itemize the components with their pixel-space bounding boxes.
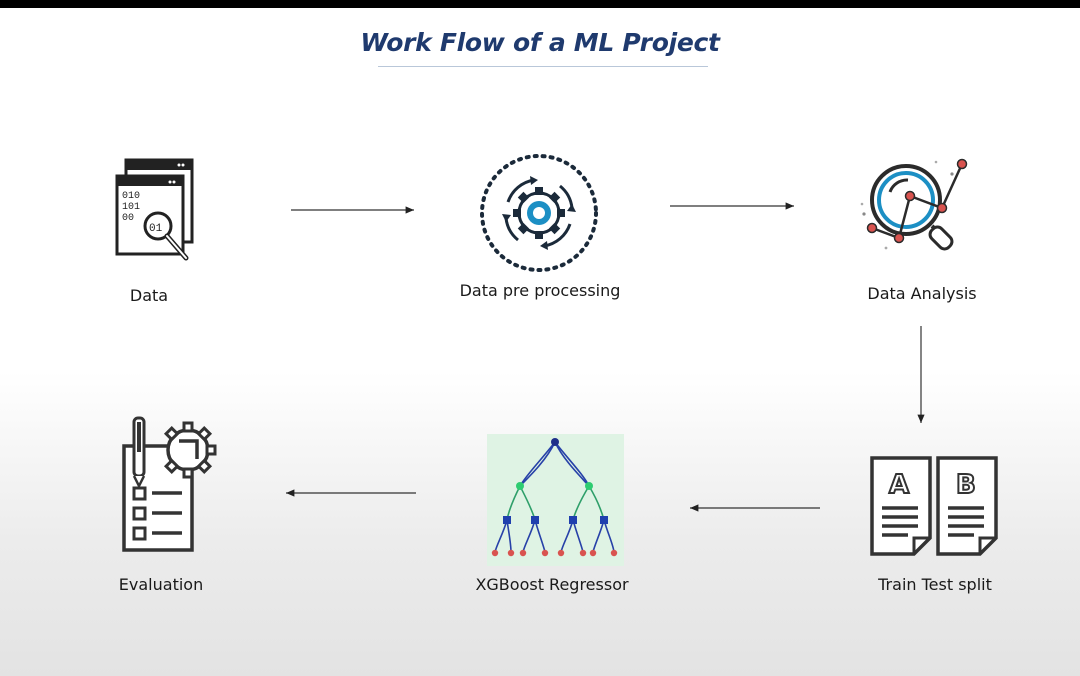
data-icon-binary-3: 00: [122, 213, 134, 224]
top-bar: [0, 0, 1080, 8]
step-label-split: Train Test split: [878, 575, 992, 594]
step-label-analysis: Data Analysis: [867, 284, 977, 303]
data-icon-binary-1: 010: [122, 191, 140, 202]
data-icon-binary-2: 101: [122, 202, 140, 213]
title-underline: [378, 66, 708, 67]
decision-tree-icon: [487, 434, 624, 566]
step-label-model: XGBoost Regressor: [475, 575, 629, 594]
binary-document-search-icon: 010 101 00 01: [115, 158, 194, 261]
step-label-preprocessing: Data pre processing: [459, 281, 621, 300]
gear-cycle-icon: [480, 154, 598, 272]
step-label-evaluation: Evaluation: [118, 575, 204, 594]
ab-documents-icon: A B: [870, 456, 998, 556]
data-icon-binary-4: 01: [149, 223, 163, 235]
diagram-title: Work Flow of a ML Project: [360, 28, 720, 57]
clipboard-gear-icon: [122, 416, 217, 552]
magnifier-analysis-icon: [860, 158, 968, 251]
split-icon-letter-a: A: [889, 470, 909, 500]
split-icon-letter-b: B: [956, 470, 976, 500]
step-label-data: Data: [129, 286, 169, 305]
